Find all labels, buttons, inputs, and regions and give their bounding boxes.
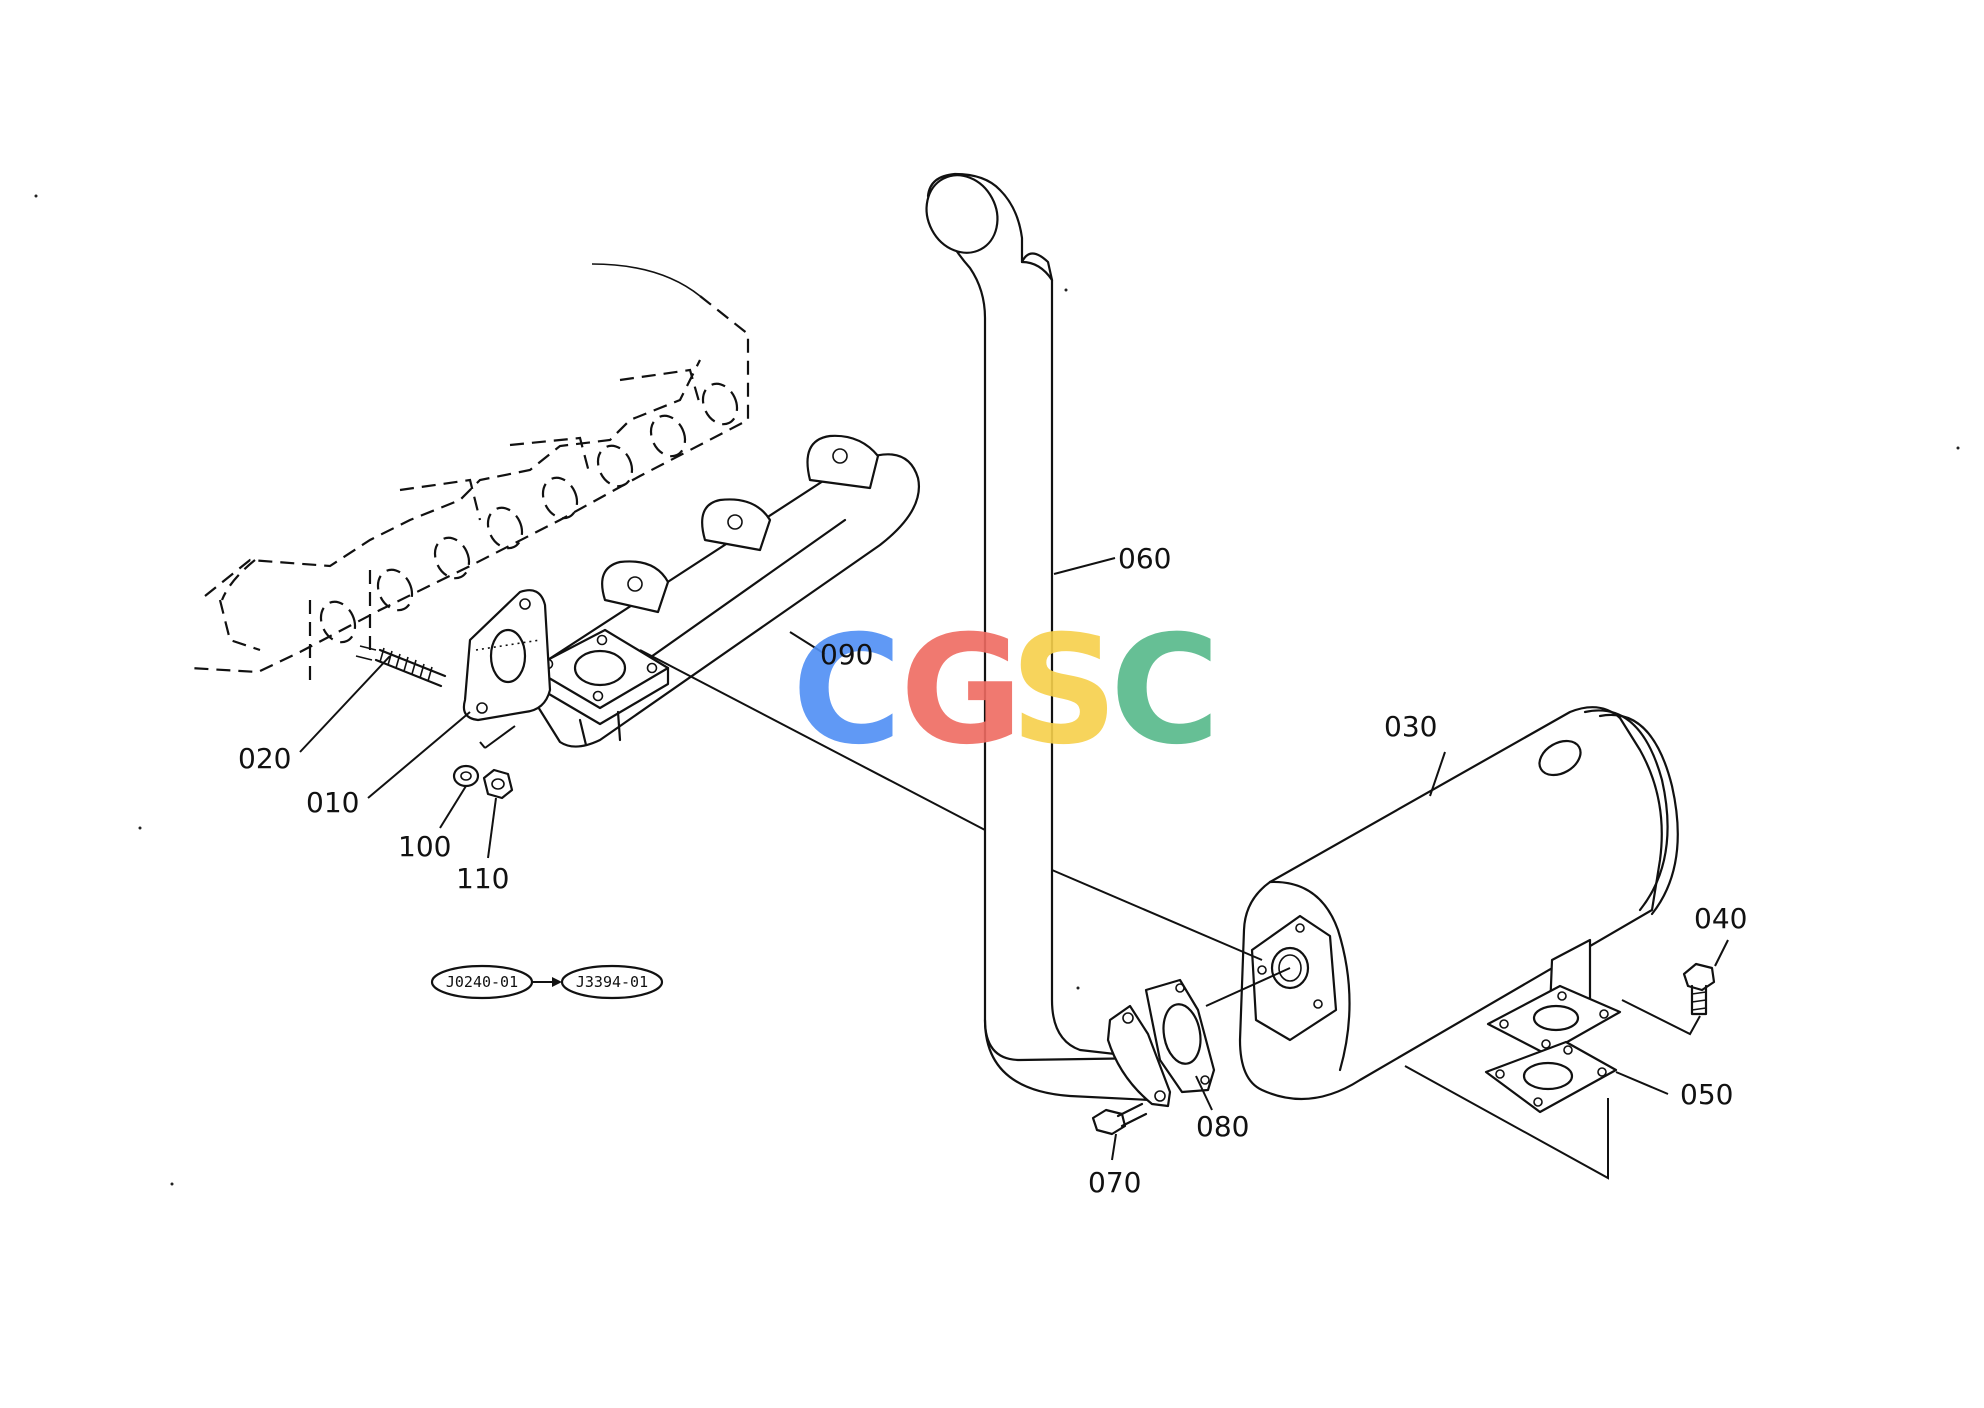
watermark-letter-1: C	[792, 604, 902, 778]
reference-code-1: J0240-01	[446, 973, 518, 991]
label-030: 030	[1384, 710, 1437, 743]
part-number-labels: 060 090 030 040 050 080 070 020 010 100 …	[238, 542, 1747, 1199]
flange-gasket	[1144, 978, 1216, 1094]
muffler-mount-bolt	[1682, 962, 1716, 1016]
label-020: 020	[238, 742, 291, 775]
manifold-gasket	[462, 589, 552, 722]
stud-bolt	[355, 645, 447, 688]
assembly-lines	[639, 649, 1701, 1180]
reference-arrowhead	[552, 977, 562, 987]
scan-specks	[34, 194, 1960, 1186]
reference-code-2: J3394-01	[576, 973, 648, 991]
watermark-letter-4: C	[1110, 604, 1220, 778]
flange-bolt	[1091, 1102, 1148, 1136]
label-090: 090	[820, 638, 873, 671]
reference-codes: J0240-01 J3394-01	[430, 964, 664, 1000]
label-060: 060	[1118, 542, 1171, 575]
engine-cylinder-head-outline	[189, 263, 750, 680]
muffler-outlet-gasket	[1484, 1040, 1618, 1114]
label-110: 110	[456, 862, 509, 895]
nut-alignment-line	[479, 725, 516, 749]
label-070: 070	[1088, 1166, 1141, 1199]
label-080: 080	[1196, 1110, 1249, 1143]
label-050: 050	[1680, 1078, 1733, 1111]
reference-badge-2	[560, 964, 664, 1000]
label-040: 040	[1694, 902, 1747, 935]
exhaust-manifold	[518, 434, 920, 748]
label-100: 100	[398, 830, 451, 863]
tail-pipe	[925, 172, 1152, 1102]
pipe-flange	[1106, 1004, 1172, 1108]
watermark-letter-2: G	[900, 604, 1023, 778]
watermark-letter-3: S	[1010, 604, 1118, 778]
label-010: 010	[306, 786, 359, 819]
muffler	[1238, 706, 1679, 1100]
lock-washer	[452, 764, 480, 788]
callout-leaders	[299, 557, 1729, 1161]
hex-nut	[482, 768, 514, 800]
cgsc-watermark: C G S C	[792, 604, 1220, 778]
